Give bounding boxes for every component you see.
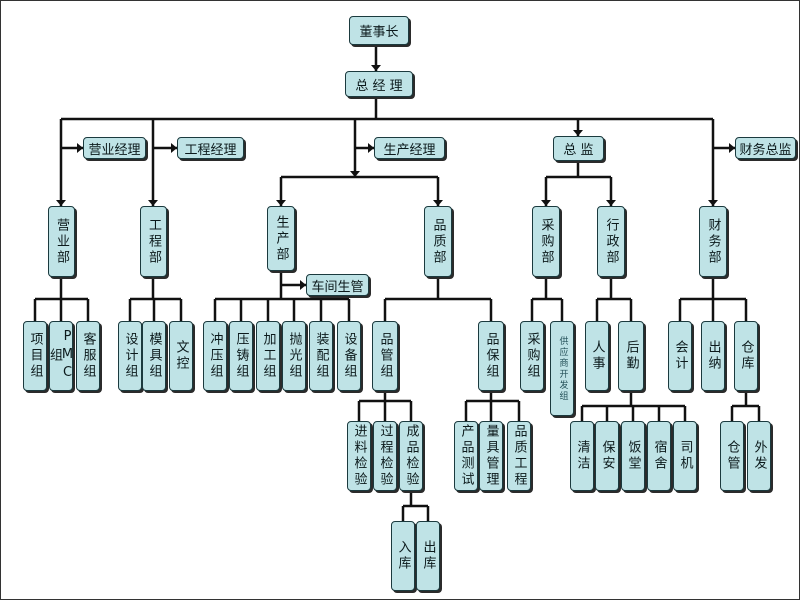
node-cleaning: 清洁 (570, 421, 594, 491)
node-driver: 司机 (673, 421, 697, 491)
node-quality-control-group: 品管组 (372, 321, 398, 391)
node-stock-in: 入库 (391, 521, 415, 591)
node-equipment-group: 设备组 (337, 321, 361, 391)
node-product-testing: 产品测试 (454, 421, 478, 491)
node-document-control: 文控 (169, 321, 193, 391)
node-purchasing-dept: 采购部 (532, 206, 560, 277)
node-die-casting-group: 压铸组 (229, 321, 253, 391)
node-quality-dept: 品质部 (424, 206, 452, 277)
node-quality-assurance-group: 品保组 (478, 321, 504, 391)
node-mold-group: 模具组 (142, 321, 166, 391)
node-admin-dept: 行政部 (597, 206, 625, 277)
node-final-inspection: 成品检验 (399, 421, 423, 491)
node-security: 保安 (595, 421, 619, 491)
node-engineering-manager: 工程经理 (177, 137, 244, 159)
node-project-group: 项目组 (23, 321, 47, 391)
node-production-manager: 生产经理 (374, 137, 445, 159)
node-finance-dept: 财务部 (699, 206, 727, 277)
node-design-group: 设计组 (118, 321, 142, 391)
node-pmc-group: PMC组 (47, 321, 75, 391)
node-accounting: 会计 (668, 321, 692, 391)
node-hr: 人事 (585, 321, 609, 391)
node-workshop-production-mgmt: 车间生管 (306, 274, 369, 296)
node-finance-director: 财务总监 (735, 137, 796, 159)
node-polishing-group: 抛光组 (282, 321, 306, 391)
node-process-inspection: 过程检验 (373, 421, 397, 491)
node-stock-out: 出库 (416, 521, 440, 591)
node-production-dept: 生产部 (267, 206, 295, 271)
node-canteen: 饭堂 (621, 421, 645, 491)
node-storekeeper: 仓管 (720, 421, 744, 491)
node-machining-group: 加工组 (256, 321, 280, 391)
node-dormitory: 宿舍 (647, 421, 671, 491)
node-engineering-dept: 工程部 (140, 206, 167, 277)
node-customer-service-group: 客服组 (76, 321, 100, 391)
node-outsourcing: 外发 (747, 421, 771, 491)
node-logistics: 后勤 (618, 321, 644, 391)
node-cashier: 出纳 (701, 321, 725, 391)
node-supplier-development-group: 供应商开发组 (550, 321, 574, 416)
node-quality-engineering: 品质工程 (507, 421, 531, 491)
node-purchasing-group: 采购组 (520, 321, 544, 391)
node-chairman: 董事长 (349, 16, 409, 45)
node-stamping-group: 冲压组 (203, 321, 227, 391)
node-sales-manager: 营业经理 (83, 137, 146, 159)
node-incoming-inspection: 进料检验 (347, 421, 371, 491)
node-warehouse: 仓库 (734, 321, 758, 391)
node-general-manager: 总 经 理 (345, 71, 413, 97)
node-assembly-group: 装配组 (309, 321, 333, 391)
node-gauge-management: 量具管理 (479, 421, 503, 491)
node-sales-dept: 营业部 (48, 206, 75, 277)
node-director: 总 监 (553, 136, 604, 161)
